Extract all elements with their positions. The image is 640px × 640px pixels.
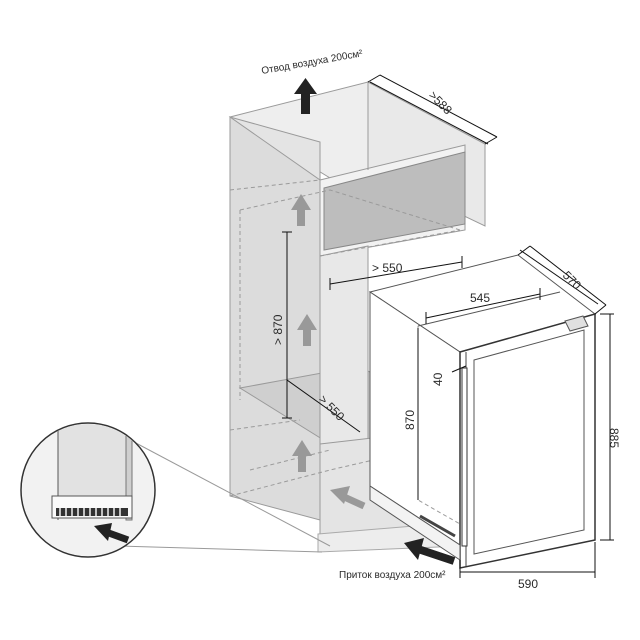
unit-door: [459, 313, 596, 569]
dim-depth-top: >588: [426, 88, 455, 117]
detail-air-in-arrow-icon: [94, 523, 130, 544]
cooler-unit: [368, 254, 597, 569]
hidden-line-8: [229, 419, 301, 431]
dim-body-height: 870: [403, 410, 417, 430]
dim-niche-width: > 550: [372, 261, 403, 275]
dim-niche-height: > 870: [271, 314, 285, 345]
air-in-label: Приток воздуха 200см²: [339, 570, 446, 581]
air-out-arrow-icon: [294, 78, 317, 114]
dim-unit-width: 545: [470, 291, 490, 305]
dim-total-width: 590: [518, 577, 538, 591]
unit-door-glass: [473, 329, 585, 555]
detail-callout: [20, 422, 331, 558]
flow-arrow-icon: [330, 486, 366, 510]
dim-total-height: 885: [607, 428, 621, 448]
hidden-line-5: [319, 229, 461, 257]
oven-panel: [323, 151, 466, 251]
hidden-line-2: [239, 189, 461, 231]
flow-arrow-icon: [292, 440, 312, 472]
airflow-arrows: [291, 194, 366, 510]
air-out-label: Отвод воздуха 200см²: [261, 48, 364, 77]
dim-door-gap: 40: [431, 372, 445, 386]
flow-arrow-icon: [291, 194, 311, 226]
dimension-lines: [282, 74, 614, 578]
flow-arrow-icon: [297, 314, 317, 346]
air-in-arrow-icon: [404, 538, 456, 565]
unit-control: [564, 315, 589, 332]
hidden-line-1: [229, 179, 321, 191]
door-handle: [461, 367, 468, 547]
